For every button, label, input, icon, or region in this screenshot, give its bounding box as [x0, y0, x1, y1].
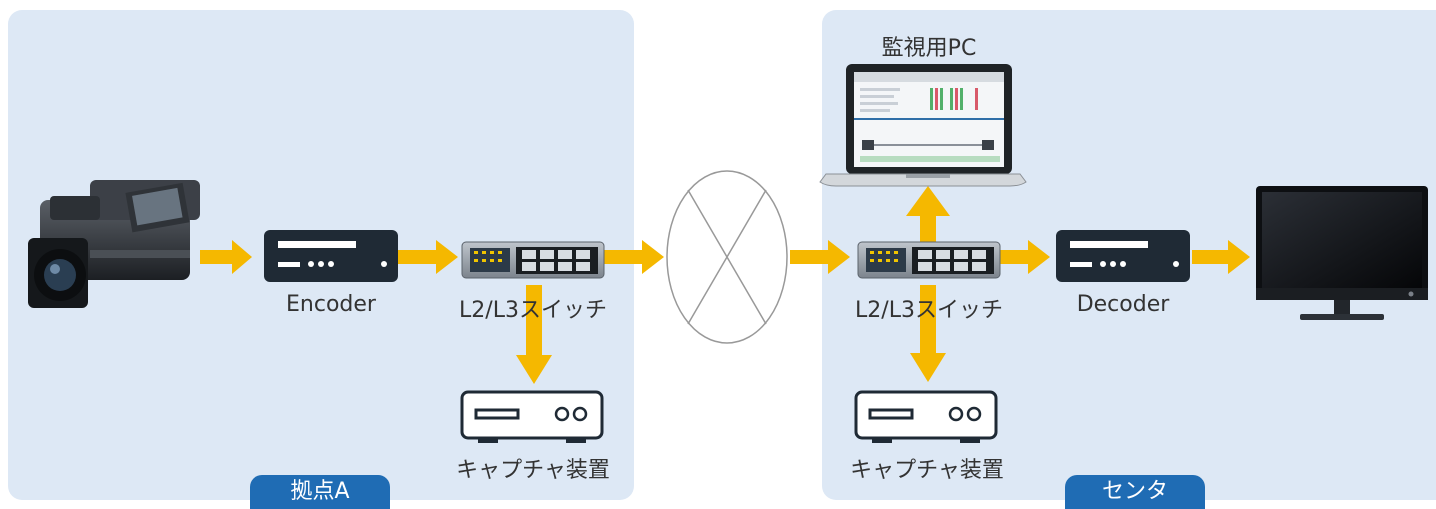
monitor-icon: [1256, 186, 1428, 320]
encoder-box-icon: [264, 230, 398, 282]
arrow-switch-up: [906, 186, 950, 244]
capture-right-label: キャプチャ装置: [850, 458, 1004, 483]
center-badge: センタ: [1065, 475, 1205, 509]
arrow-camera-to-encoder: [200, 240, 252, 274]
network-switch-icon-right: [857, 241, 1001, 279]
network-switch-icon-left: [461, 241, 605, 279]
switch-left-label: L2/L3スイッチ: [459, 298, 607, 323]
network-cloud-icon: [666, 170, 788, 344]
site-a-badge: 拠点A: [250, 475, 390, 509]
monitor-pc-label: 監視用PC: [881, 36, 977, 61]
arrow-switch-right-down: [910, 285, 946, 382]
arrow-switch-to-network: [604, 240, 664, 274]
switch-right-label: L2/L3スイッチ: [855, 298, 1003, 323]
decoder-label: Decoder: [1076, 292, 1170, 317]
arrows: [200, 186, 1250, 384]
arrow-encoder-to-switch: [398, 240, 458, 274]
arrow-decoder-to-monitor: [1192, 240, 1250, 274]
arrow-switch-left-down: [516, 285, 552, 384]
arrow-network-to-switch: [790, 240, 850, 274]
capture-left-label: キャプチャ装置: [456, 458, 610, 483]
video-camera-icon: [28, 180, 200, 308]
encoder-label: Encoder: [286, 292, 376, 317]
arrow-switch-to-decoder: [1000, 240, 1050, 274]
capture-device-icon-right: [854, 390, 998, 443]
laptop-icon: [819, 64, 1027, 187]
decoder-box-icon: [1056, 230, 1190, 282]
capture-device-icon-left: [460, 390, 604, 443]
